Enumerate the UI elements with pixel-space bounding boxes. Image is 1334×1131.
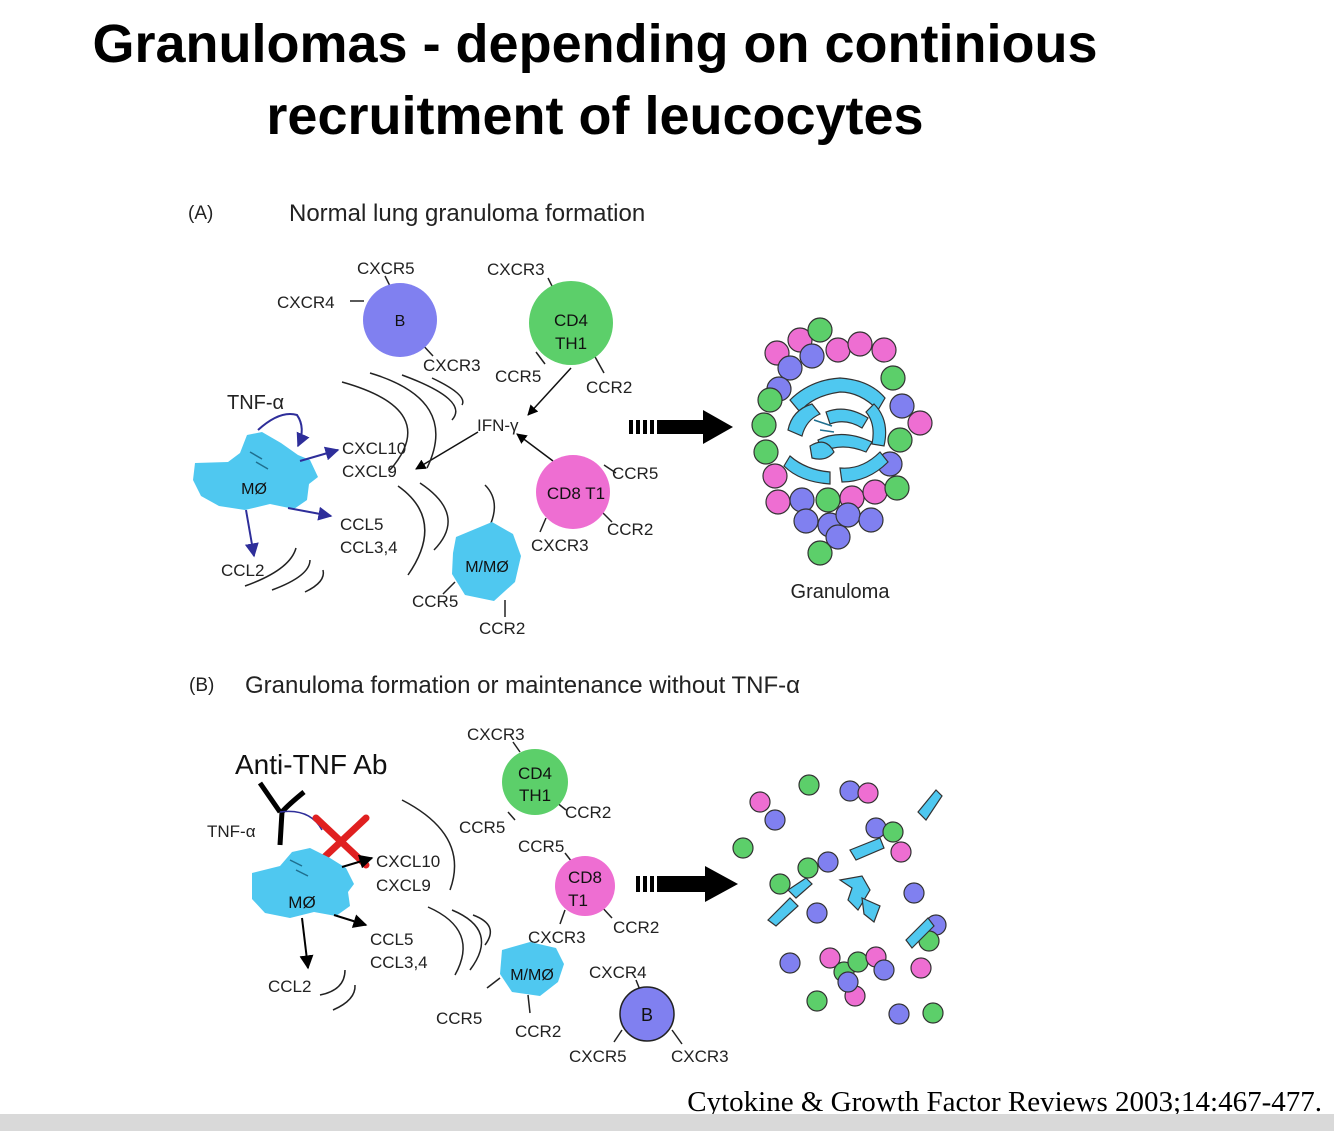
cd8-cxcr3-b: CXCR3 [528,928,586,947]
panel-a-heading: Normal lung granuloma formation [289,200,645,227]
granuloma-a: Granuloma [751,317,933,603]
arrow-to-ccl2-a [244,509,259,558]
cxcl9-a: CXCL9 [342,462,397,481]
cd8-ccr2-a: CCR2 [607,520,653,539]
ccl34-b: CCL3,4 [370,953,428,972]
arrow-to-ccl5-b [333,914,368,928]
b-cell-a: B CXCR5 CXCR4 CXCR3 [277,259,481,375]
cd4-cell-b: CD4 TH1 CXCR3 CCR5 CCR2 [459,725,611,837]
cxcl10-a: CXCL10 [342,439,406,458]
ccl2-a: CCL2 [221,561,264,580]
mmo-ccr2-a: CCR2 [479,619,525,638]
mmo-ccr5-a: CCR5 [412,592,458,611]
chemokine-arcs-a [244,372,496,593]
arrow-to-ccl5-a [287,506,333,521]
ccl2-b: CCL2 [268,977,311,996]
mo-b-label: MØ [288,893,315,912]
b-cell-b-label: B [641,1005,653,1025]
panel-b-label: (B) [189,675,214,696]
b-cxcr3-a: CXCR3 [423,356,481,375]
granuloma-label: Granuloma [791,581,891,603]
cd8-cell-a: CD8 T1 CCR5 CCR2 CXCR3 [531,455,658,555]
macrophage-b: MØ CXCL10 CXCL9 CCL5 CCL3,4 CCL2 [252,848,440,996]
cd8-ccr5-b: CCR5 [518,837,564,856]
ccl5-b: CCL5 [370,930,413,949]
mmo-ccr2-b: CCR2 [515,1022,561,1041]
slide-title: Granulomas - depending on continious rec… [0,8,1190,152]
formation-arrow-b [636,866,738,902]
cd8-cell-b: CD8 T1 CCR5 CCR2 CXCR3 [518,837,659,947]
tnf-autocrine-arrow-a [257,413,310,448]
cd4-ccr2-b: CCR2 [565,803,611,822]
panel-b: (B) Granuloma formation or maintenance w… [189,672,947,1066]
anti-tnf-label: Anti-TNF Ab [235,749,387,780]
cd4-b-label-2: TH1 [519,786,551,805]
mmo-b-label: M/MØ [510,967,554,984]
arrow-to-ccl2-b [299,917,314,970]
b-cxcr4-b: CXCR4 [589,963,647,982]
b-cxcr5-b: CXCR5 [569,1047,627,1066]
cd4-ccr5-a: CCR5 [495,367,541,386]
monocyte-a: M/MØ CCR5 CCR2 [412,522,525,638]
bottom-bar [0,1114,1334,1131]
cd4-a-label-2: TH1 [555,334,587,353]
granuloma-macrophages [783,377,889,485]
macrophage-a: MØ TNF-α CXCL10 CXCL9 CCL5 CCL3,4 CCL2 [193,392,406,580]
cd4-ccr2-a: CCR2 [586,378,632,397]
b-cxcr5-a: CXCR5 [357,259,415,278]
formation-arrow-a [629,410,733,444]
monocyte-b: M/MØ CCR5 CCR2 [436,942,564,1041]
b-cxcr4-a: CXCR4 [277,293,335,312]
cd8-ccr2-b: CCR2 [613,918,659,937]
arrow-to-cxcl-a [299,446,340,462]
tnf-a: TNF-α [227,392,284,414]
cxcl10-b: CXCL10 [376,852,440,871]
cd8-b-label-1: CD8 [568,868,602,887]
chemokine-arcs-b [319,799,492,1011]
panel-a: (A) Normal lung granuloma formation B CX… [188,200,933,638]
title-line-2: recruitment of leucocytes [266,86,924,146]
arrow-to-cxcl-b [341,854,374,869]
title-line-1: Granulomas - depending on continious [92,14,1098,74]
ifn-gamma-a: IFN-γ [477,416,519,435]
citation: Cytokine & Growth Factor Reviews 2003;14… [687,1086,1322,1118]
cd4-a-label-1: CD4 [554,311,588,330]
mo-a-label: MØ [241,481,267,498]
scattered-macrophages-b [767,789,943,949]
ifn-gamma-group-a: IFN-γ [415,367,572,470]
panel-b-heading: Granuloma formation or maintenance witho… [245,672,800,699]
disorganized-cells-b [732,774,947,1025]
ccl34-a: CCL3,4 [340,538,398,557]
panel-a-label: (A) [188,203,213,224]
cd4-ccr5-b: CCR5 [459,818,505,837]
cd4-cell-a: CD4 TH1 CXCR3 CCR5 CCR2 [487,260,632,397]
cxcl9-b: CXCL9 [376,876,431,895]
tnf-b: TNF-α [207,822,256,841]
cd8-ccr5-a: CCR5 [612,464,658,483]
cd8-cxcr3-a: CXCR3 [531,536,589,555]
b-cell-b: B CXCR4 CXCR5 CXCR3 [569,963,729,1066]
cd4-b-label-1: CD4 [518,764,552,783]
anti-tnf-antibody: Anti-TNF Ab TNF-α [207,749,387,869]
cd4-cxcr3-a: CXCR3 [487,260,545,279]
cd4-cxcr3-b: CXCR3 [467,725,525,744]
b-cxcr3-b: CXCR3 [671,1047,729,1066]
mmo-a-label: M/MØ [465,559,509,576]
cd8-b-label-2: T1 [568,891,588,910]
mmo-ccr5-b: CCR5 [436,1009,482,1028]
cd8-a-label: CD8 T1 [547,484,605,503]
ccl5-a: CCL5 [340,515,383,534]
b-cell-a-label: B [395,313,406,330]
granuloma-cells [751,317,933,566]
